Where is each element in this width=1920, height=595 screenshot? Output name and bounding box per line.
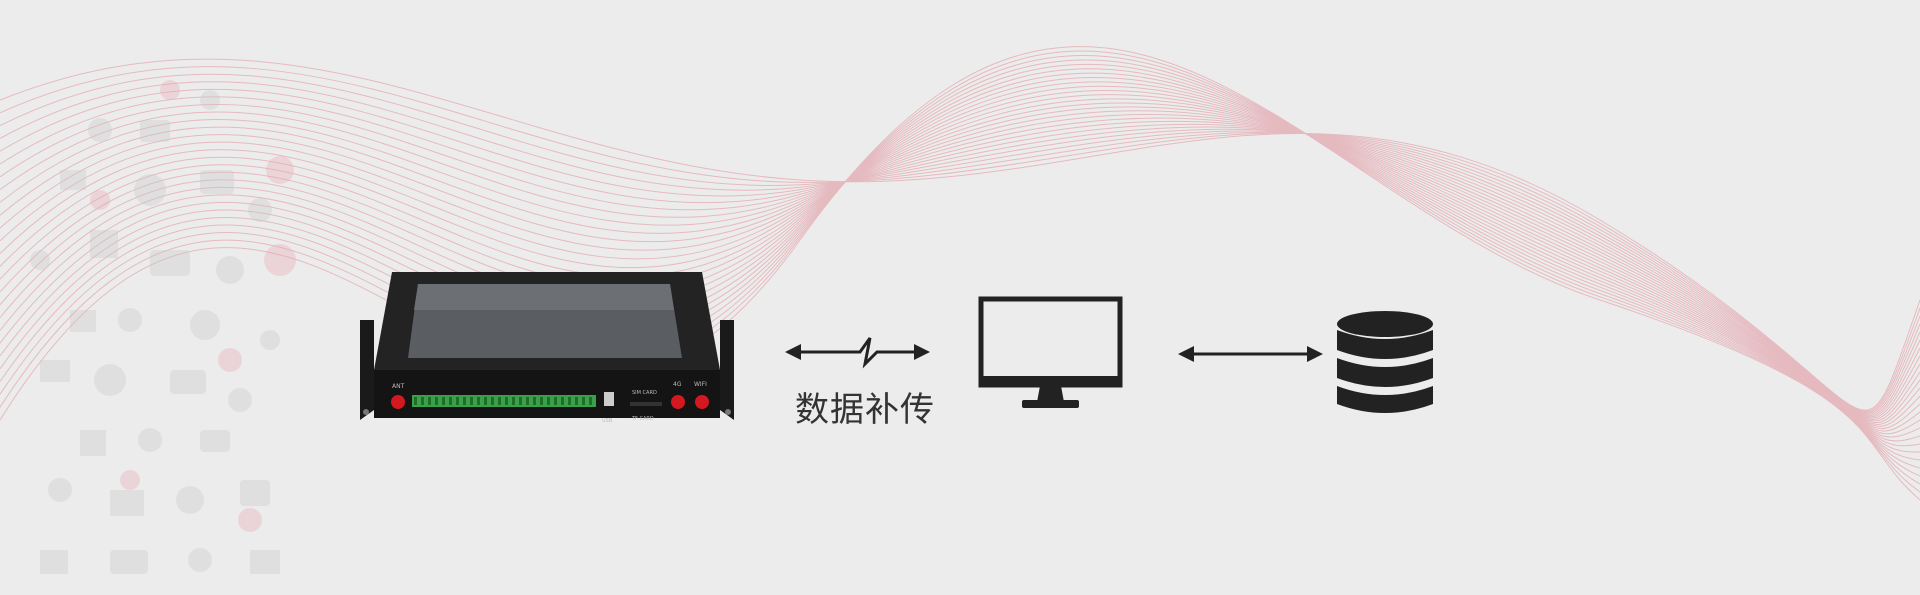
double-arrow: [1178, 346, 1323, 362]
wave-line: [0, 46, 1920, 501]
sim-label: SIM CARD: [632, 390, 657, 396]
terminal-pin: [505, 397, 508, 405]
wave-line: [0, 68, 1920, 461]
terminal-pin: [491, 397, 494, 405]
wave-line: [0, 98, 1920, 430]
wave-line: [0, 89, 1920, 435]
wave-line: [0, 50, 1920, 493]
terminal-pin: [519, 397, 522, 405]
wave-line: [0, 81, 1920, 442]
usb-label: USB: [602, 418, 613, 424]
decorative-icon-cloud: [30, 80, 296, 574]
terminal-pin: [533, 397, 536, 405]
terminal-pin: [456, 397, 459, 405]
terminal-pin: [547, 397, 550, 405]
terminal-pin: [442, 397, 445, 405]
wave-line: [0, 85, 1920, 438]
terminal-pin: [526, 397, 529, 405]
wave-line: [0, 106, 1920, 425]
wave-line: [0, 102, 1920, 427]
terminal-pin: [470, 397, 473, 405]
terminal-pin: [589, 397, 592, 405]
wave-line: [0, 63, 1920, 469]
terminal-pin: [435, 397, 438, 405]
terminal-pin: [477, 397, 480, 405]
wave-line: [0, 77, 1920, 447]
terminal-pin: [575, 397, 578, 405]
terminal-pin: [421, 397, 424, 405]
wave-line: [0, 59, 1920, 477]
terminal-pin: [498, 397, 501, 405]
terminal-pin: [449, 397, 452, 405]
wave-line: [0, 72, 1920, 453]
monitor-icon: [978, 296, 1123, 408]
tf-label: TF CARD: [631, 416, 654, 422]
terminal-pin: [484, 397, 487, 405]
terminal-pin: [463, 397, 466, 405]
terminal-pin: [414, 397, 417, 405]
terminal-pin: [582, 397, 585, 405]
wifi-label: WIFI: [694, 381, 707, 388]
terminal-pin: [568, 397, 571, 405]
terminal-pin: [540, 397, 543, 405]
terminal-pin: [428, 397, 431, 405]
antenna-label: ANT: [392, 383, 405, 390]
terminal-pin: [554, 397, 557, 405]
wave-line: [0, 55, 1920, 485]
link-label: 数据补传: [795, 390, 935, 430]
wave-line: [0, 94, 1920, 432]
terminal-pin: [561, 397, 564, 405]
wave-line: [0, 110, 1920, 424]
terminal-pin: [512, 397, 515, 405]
industrial-terminal-device: ANT 4G WIFI USB SIM CARD TF CARD: [360, 272, 734, 424]
4g-label: 4G: [673, 381, 682, 388]
database-icon: [1337, 311, 1433, 413]
wireless-link-arrow: [785, 337, 930, 369]
